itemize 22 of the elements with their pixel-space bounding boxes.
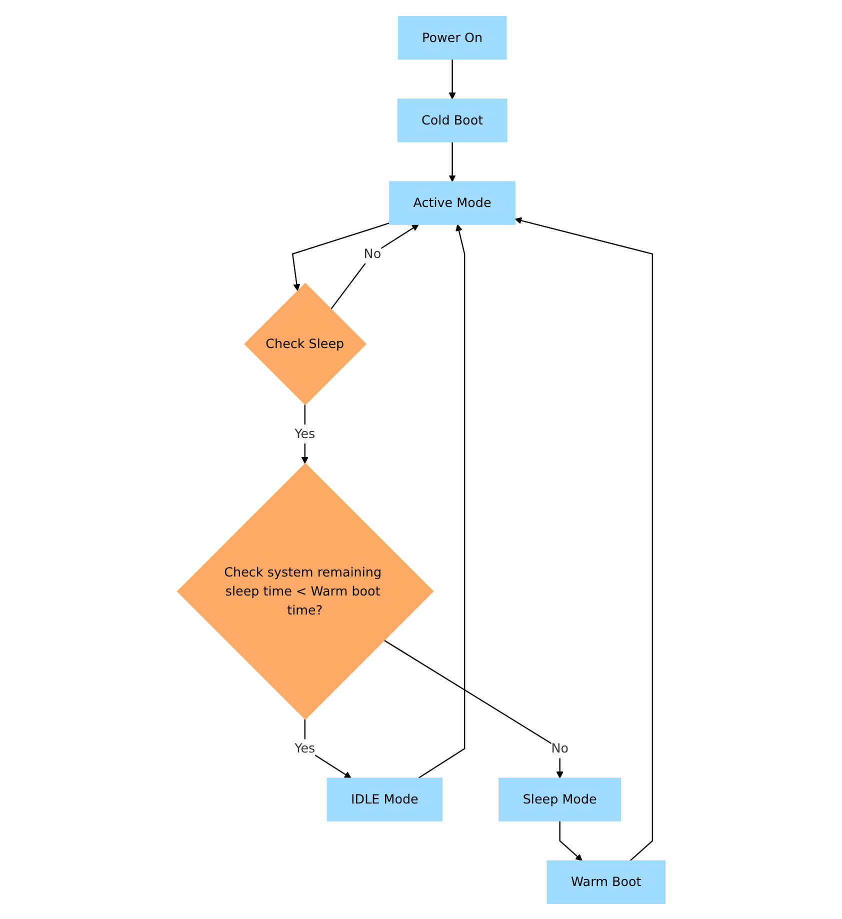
node-box: IDLE Mode bbox=[326, 777, 442, 821]
edge-label: No bbox=[364, 245, 381, 261]
node-diamond: Check Sleep bbox=[244, 282, 366, 405]
arrow bbox=[448, 58, 456, 99]
arrow bbox=[330, 224, 419, 310]
node-diamond: Check system remaining sleep time < Warm boot time? bbox=[176, 462, 434, 720]
arrow bbox=[383, 639, 564, 778]
node-box: Cold Boot bbox=[397, 98, 508, 142]
arrow bbox=[448, 141, 456, 182]
node-box: Sleep Mode bbox=[498, 777, 621, 821]
edge-label: No bbox=[550, 740, 568, 756]
arrow bbox=[304, 718, 352, 778]
node-box: Warm Boot bbox=[546, 860, 666, 904]
arrow bbox=[301, 404, 308, 464]
edge-label: Yes bbox=[294, 740, 315, 756]
arrow bbox=[559, 820, 582, 861]
node-box: Active Mode bbox=[388, 180, 516, 224]
arrow bbox=[292, 222, 390, 290]
arrow bbox=[418, 224, 465, 778]
node-box: Power On bbox=[398, 15, 507, 60]
edge-label: Yes bbox=[294, 426, 315, 441]
arrow bbox=[514, 216, 653, 861]
